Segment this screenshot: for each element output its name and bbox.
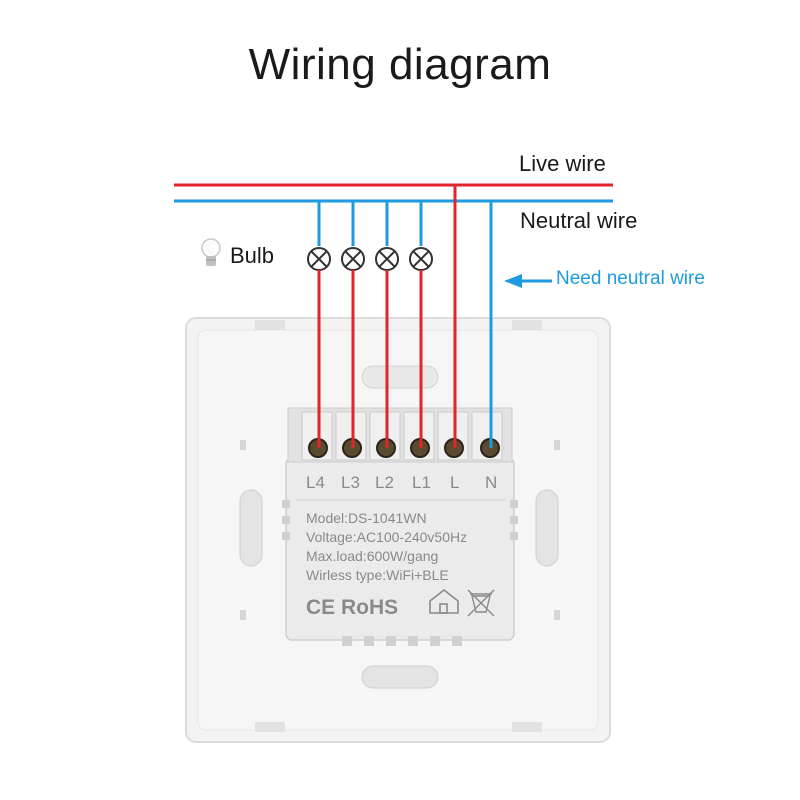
- neutral-to-bulb-wires: [317, 201, 423, 246]
- spec-max-load: Max.load:600W/gang: [306, 548, 438, 564]
- indoor-use-icon: [429, 588, 459, 614]
- bulb-label: Bulb: [230, 243, 275, 268]
- bulb-symbol: [409, 247, 433, 271]
- arrow-left-icon: [504, 274, 552, 288]
- need-neutral-wire-label: Need neutral wire: [556, 268, 705, 289]
- terminal-label-l2: L2: [375, 473, 394, 492]
- terminal-label-l1: L1: [412, 473, 431, 492]
- neutral-wire-label: Neutral wire: [520, 208, 638, 233]
- certification-marks: CE RoHS: [306, 596, 398, 619]
- terminal-label-l3: L3: [341, 473, 360, 492]
- lightbulb-icon: [201, 238, 221, 266]
- terminal-label-n: N: [485, 473, 497, 492]
- page-title: Wiring diagram: [248, 40, 552, 89]
- bulb-symbol: [307, 247, 331, 271]
- mounting-slot: [535, 489, 559, 567]
- live-wire-label: Live wire: [519, 151, 606, 176]
- bulb-symbol: [341, 247, 365, 271]
- spec-voltage: Voltage:AC100-240v50Hz: [306, 529, 467, 545]
- bulb-symbols: [307, 247, 433, 271]
- weee-bin-icon: [467, 589, 495, 617]
- mounting-slot: [239, 489, 263, 567]
- terminal-label-l4: L4: [306, 473, 325, 492]
- mounting-slot: [361, 365, 439, 389]
- bulb-symbol: [375, 247, 399, 271]
- terminal-label-l: L: [450, 473, 459, 492]
- spec-model: Model:DS-1041WN: [306, 510, 427, 526]
- spec-wireless: Wirless type:WiFi+BLE: [306, 567, 449, 583]
- load-wires: [317, 185, 457, 448]
- mounting-slot: [361, 665, 439, 689]
